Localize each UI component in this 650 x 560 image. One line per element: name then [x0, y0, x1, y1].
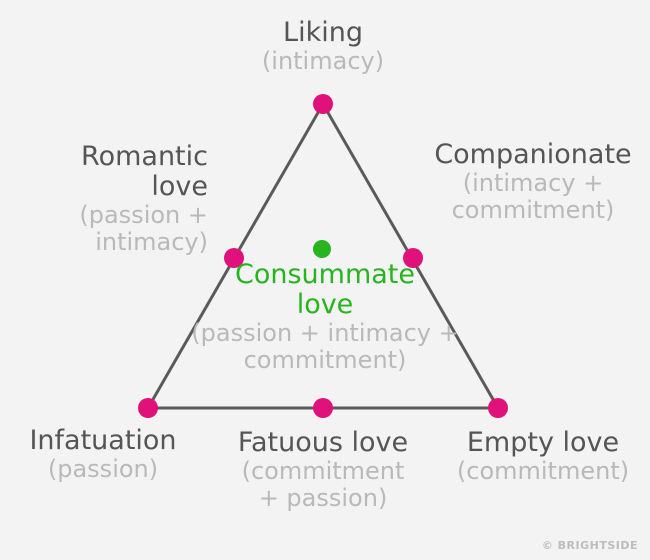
dot-empty-love: [488, 398, 508, 418]
fatuous-sub-2: + passion): [258, 484, 388, 513]
consummate-sub-1: (passion + intimacy +: [191, 319, 459, 348]
consummate-title-1: Consummate: [234, 259, 415, 290]
romantic-title-1: Romantic: [81, 141, 208, 172]
empty-love-title: Empty love: [466, 427, 620, 458]
consummate-sub-2: commitment): [243, 346, 407, 375]
dot-fatuous-love: [313, 398, 333, 418]
companionate-title: Companionate: [434, 139, 632, 170]
fatuous-sub-1: (commitment: [241, 457, 405, 486]
liking-title: Liking: [283, 17, 363, 48]
romantic-sub-2: intimacy): [95, 228, 208, 257]
dot-infatuation: [138, 398, 158, 418]
companionate-sub-1: (intimacy +: [462, 169, 604, 198]
dot-romantic-love: [224, 248, 244, 268]
dot-liking: [313, 94, 333, 114]
infatuation-title: Infatuation: [29, 425, 177, 456]
romantic-sub-1: (passion +: [79, 201, 208, 230]
infatuation-sub: (passion): [47, 455, 159, 484]
label-infatuation: Infatuation (passion): [18, 425, 188, 484]
fatuous-title: Fatuous love: [237, 427, 409, 458]
label-consummate-love: Consummate love (passion + intimacy + co…: [190, 259, 460, 375]
brightside-watermark: © BRIGHTSIDE: [541, 539, 638, 552]
liking-sub: (intimacy): [261, 47, 385, 76]
companionate-sub-2: commitment): [451, 196, 615, 225]
consummate-title-2: love: [296, 289, 354, 321]
empty-love-sub: (commitment): [456, 457, 630, 486]
label-empty-love: Empty love (commitment): [448, 427, 638, 486]
dot-companionate: [403, 248, 423, 268]
label-companionate: Companionate (intimacy + commitment): [428, 139, 638, 225]
dot-consummate-love: [313, 240, 331, 258]
label-fatuous-love: Fatuous love (commitment + passion): [228, 427, 418, 513]
label-liking: Liking (intimacy): [223, 17, 423, 76]
romantic-title-2: love: [151, 171, 208, 203]
label-romantic-love: Romantic love (passion + intimacy): [60, 141, 230, 257]
